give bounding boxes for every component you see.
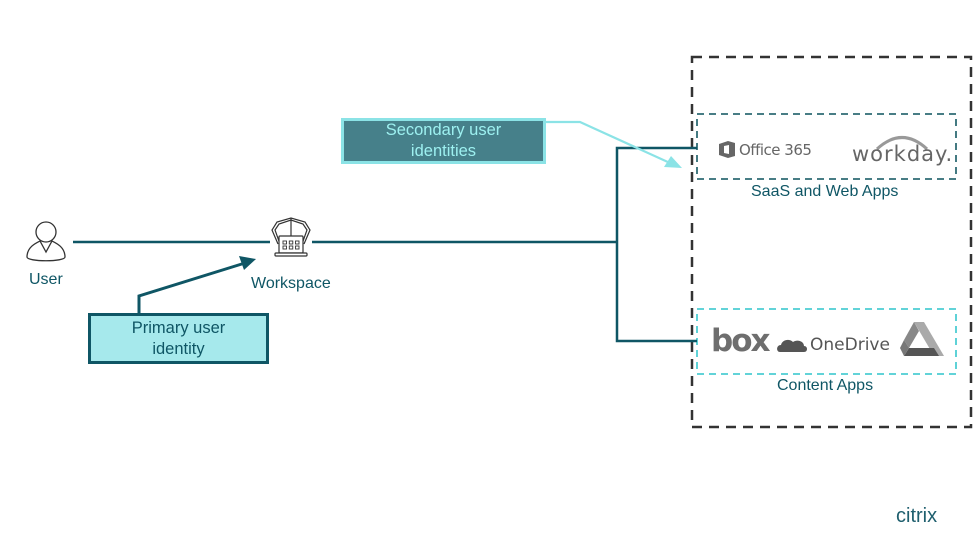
saas-group-border	[696, 113, 957, 180]
box-logo-text: box	[711, 323, 771, 359]
secondary-identities-text-line2: identities	[410, 142, 477, 160]
primary-identity-arrow	[137, 261, 246, 313]
user-label: User	[29, 271, 63, 288]
workspace-laptop-icon	[271, 217, 311, 257]
office365-logo-icon	[719, 141, 735, 158]
primary-arrowhead	[239, 256, 256, 270]
bus-branch-line	[615, 146, 697, 343]
workspace-label: Workspace	[251, 275, 331, 292]
user-icon	[26, 221, 66, 262]
workday-logo-text: workday.	[852, 142, 954, 166]
workday-logo-icon	[875, 136, 929, 151]
onedrive-logo-text: OneDrive	[810, 335, 890, 355]
office365-logo-text: Office 365	[739, 141, 812, 159]
citrix-brand-logo: citrix	[896, 505, 938, 527]
secondary-identities-text-line1: Secondary user	[385, 121, 502, 139]
saas-group-label: SaaS and Web Apps	[751, 183, 899, 200]
primary-identity-callout: Primary user identity	[88, 313, 269, 364]
secondary-arrowhead	[664, 156, 682, 168]
secondary-identities-callout: Secondary user identities	[341, 118, 546, 164]
onedrive-logo-icon	[777, 339, 807, 352]
content-group-label: Content Apps	[777, 377, 874, 394]
primary-identity-text-line2: identity	[152, 339, 205, 358]
primary-identity-text-line1: Primary user	[131, 318, 226, 337]
secondary-identity-arrow	[546, 120, 671, 165]
google-drive-logo-icon	[900, 322, 944, 356]
apps-container-border	[690, 55, 973, 429]
